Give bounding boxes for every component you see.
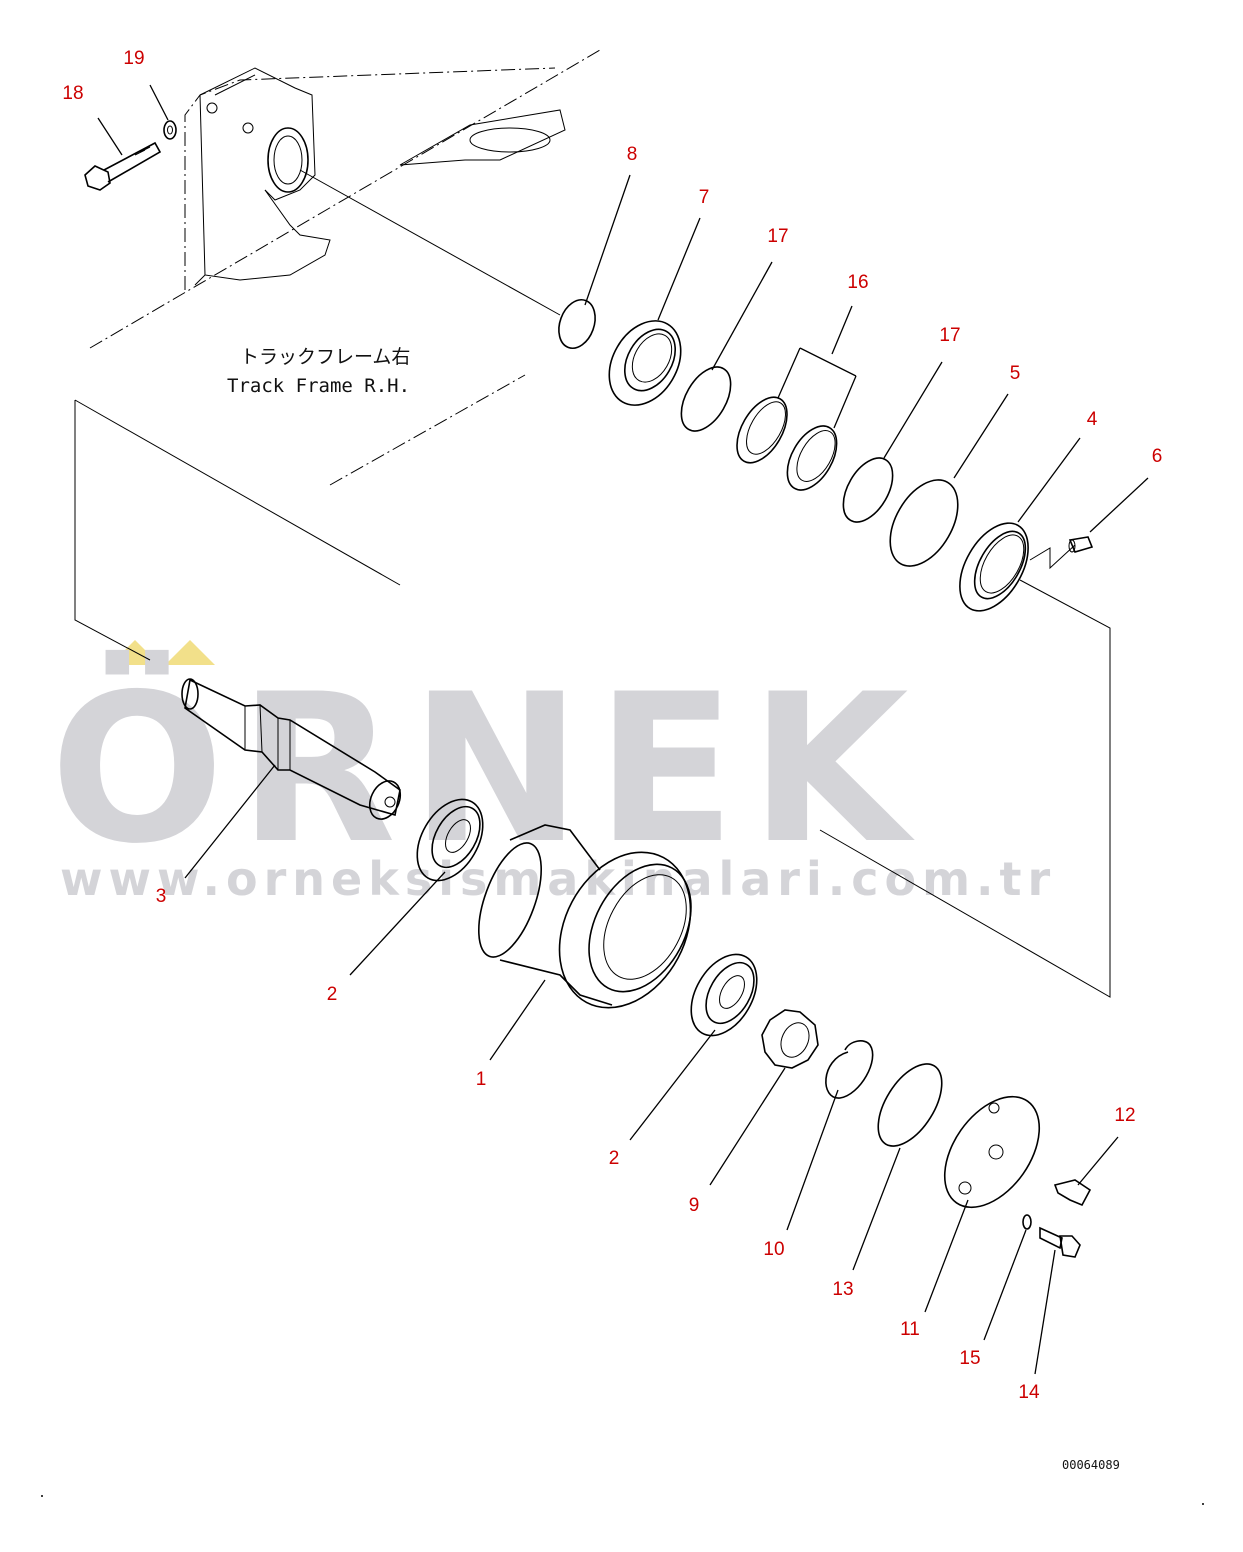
part-11-cover <box>943 1095 1041 1209</box>
part-5-o-ring <box>889 479 959 567</box>
part-16-seal-rings <box>736 396 838 491</box>
part-7-floating-seal <box>608 320 682 406</box>
callout-4: 4 <box>1087 409 1098 430</box>
corner-mark-right <box>1202 1503 1204 1505</box>
watermark-accent-right <box>165 640 215 665</box>
callout-11: 11 <box>900 1319 920 1340</box>
callout-10: 10 <box>763 1239 784 1260</box>
part-9-nut <box>761 1009 819 1069</box>
part-14-bolt <box>1039 1226 1081 1258</box>
part-1-track-roller <box>478 824 692 1009</box>
callout-17-lower: 17 <box>939 325 960 346</box>
watermark: ÖRNEK www.orneksismakinalari.com.tr <box>50 640 1056 906</box>
leader-lines <box>97 84 1149 1375</box>
part-3-shaft <box>181 678 402 820</box>
callout-13: 13 <box>832 1279 853 1300</box>
part-2-bearing-left <box>416 798 484 882</box>
callout-17-upper: 17 <box>767 226 788 247</box>
guide-lines <box>74 169 1111 998</box>
caption-japanese: トラックフレーム右 <box>240 346 410 368</box>
callout-16: 16 <box>847 272 868 293</box>
callout-5: 5 <box>1010 363 1021 384</box>
watermark-brand: ÖRNEK <box>50 650 923 889</box>
part-12-plug <box>1053 1179 1092 1207</box>
part-13-o-ring <box>877 1063 943 1147</box>
part-2-bearing-right <box>690 953 758 1037</box>
callout-12: 12 <box>1114 1105 1135 1126</box>
callout-2-right: 2 <box>609 1148 620 1169</box>
part-19-washer <box>163 120 177 140</box>
callout-1: 1 <box>476 1069 487 1090</box>
part-10-snap-ring <box>825 1040 874 1099</box>
part-6-plug <box>1068 536 1094 553</box>
part-18-bolt <box>84 141 162 191</box>
callout-8: 8 <box>627 144 638 165</box>
caption-english: Track Frame R.H. <box>227 375 410 397</box>
track-frame-rh <box>89 49 601 486</box>
callout-numbers: 1 2 2 3 4 5 6 7 8 9 10 11 12 13 14 15 16… <box>62 48 1162 1403</box>
callout-14: 14 <box>1018 1382 1040 1403</box>
callout-3: 3 <box>156 886 167 907</box>
callout-15: 15 <box>959 1348 980 1369</box>
callout-19: 19 <box>123 48 144 69</box>
callout-6: 6 <box>1152 446 1163 467</box>
watermark-url: www.orneksismakinalari.com.tr <box>60 852 1056 906</box>
callout-2-left: 2 <box>327 984 338 1005</box>
document-number: 00064089 <box>1062 1458 1120 1472</box>
part-4-collar <box>959 522 1029 612</box>
part-8-o-ring <box>558 298 596 350</box>
callout-7: 7 <box>699 187 710 208</box>
callout-9: 9 <box>689 1195 700 1216</box>
corner-mark-left <box>41 1495 43 1497</box>
callout-18: 18 <box>62 83 83 104</box>
part-15-washer <box>1022 1214 1032 1230</box>
part-17-o-ring-upper <box>680 366 732 432</box>
part-17-o-ring-lower <box>842 457 894 523</box>
